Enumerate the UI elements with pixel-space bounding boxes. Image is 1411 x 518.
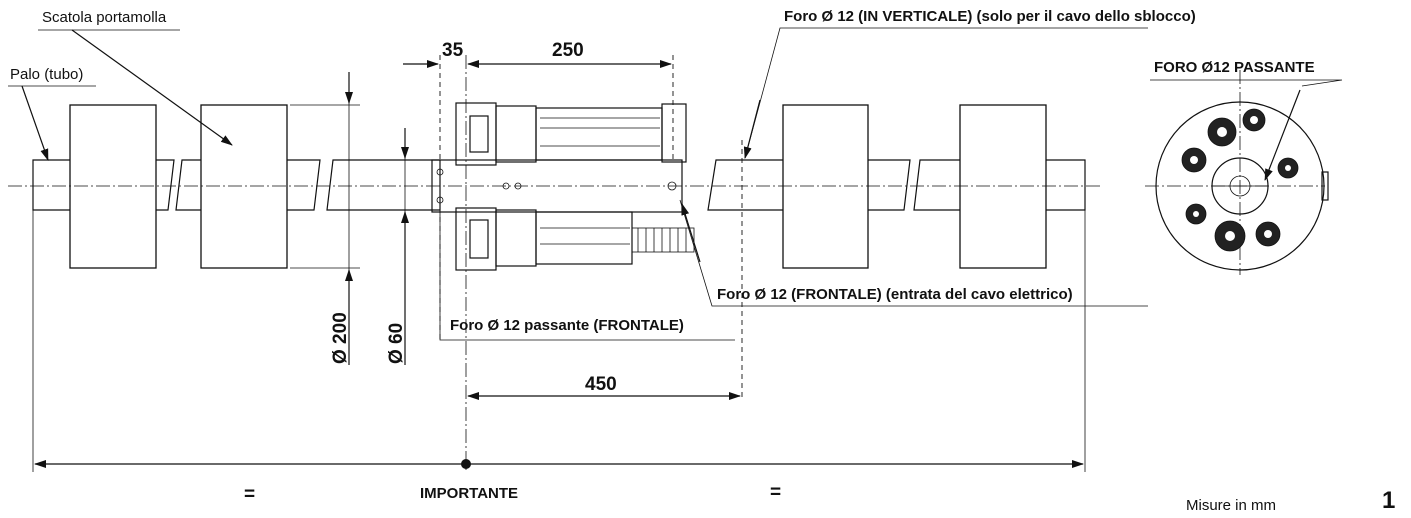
dim-overall bbox=[32, 210, 1086, 472]
spring-box-2 bbox=[200, 104, 288, 269]
label-hole-through-front: Foro Ø 12 passante (FRONTALE) bbox=[450, 317, 684, 334]
equal-sign-right: = bbox=[770, 482, 781, 503]
dim-250: 250 bbox=[467, 40, 672, 68]
pole-tube bbox=[32, 159, 1086, 211]
dim-35-text: 35 bbox=[442, 40, 464, 61]
spring-box-4 bbox=[959, 104, 1047, 269]
label-units: Misure in mm bbox=[1186, 497, 1276, 514]
label-hole-front-cable: Foro Ø 12 (FRONTALE) (entrata del cavo e… bbox=[717, 286, 1073, 303]
label-hole-through-title: FORO Ø12 PASSANTE bbox=[1154, 59, 1315, 76]
dim-450-text: 450 bbox=[585, 374, 617, 395]
motor-unit bbox=[431, 102, 695, 271]
spring-box-1 bbox=[69, 104, 157, 269]
label-hole-vertical: Foro Ø 12 (IN VERTICALE) (solo per il ca… bbox=[784, 8, 1196, 25]
dim-60-text: Ø 60 bbox=[386, 323, 407, 364]
dim-250-text: 250 bbox=[552, 40, 584, 61]
leader-front-cable bbox=[679, 199, 1148, 307]
label-spring-box: Scatola portamolla bbox=[42, 9, 167, 26]
label-pole: Palo (tubo) bbox=[10, 66, 83, 83]
center-dot bbox=[461, 459, 471, 469]
leader-through-front bbox=[439, 205, 735, 341]
dim-diameter-60: Ø 60 bbox=[386, 128, 409, 365]
label-important: IMPORTANTE bbox=[420, 485, 518, 502]
side-view: FORO Ø12 PASSANTE bbox=[1145, 59, 1343, 275]
dim-450: 450 bbox=[467, 374, 741, 400]
figure-number: 1 bbox=[1382, 487, 1395, 514]
dim-diameter-200: Ø 200 bbox=[290, 72, 360, 365]
equal-sign-left: = bbox=[244, 484, 255, 505]
spring-box-3 bbox=[782, 104, 869, 269]
cable-connector bbox=[631, 227, 695, 253]
dim-200-text: Ø 200 bbox=[330, 312, 351, 364]
dim-35: 35 bbox=[403, 40, 464, 68]
